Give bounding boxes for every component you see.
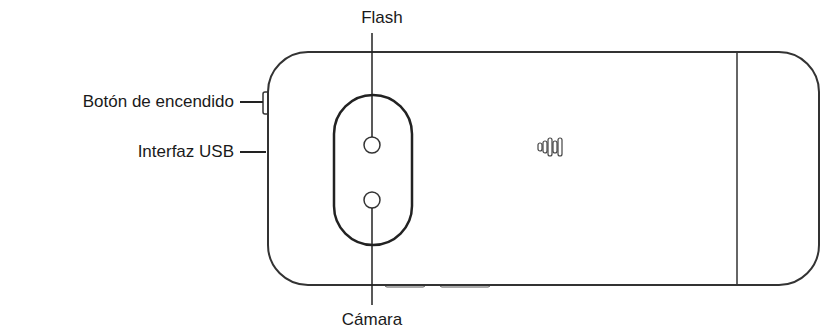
part-label: Cámara [342,311,402,330]
phone-body [268,52,819,285]
part-label: Interfaz USB [138,143,234,162]
body-seam [736,53,738,284]
camera-lens [364,192,380,208]
brand-logo [538,138,562,156]
leader-line [240,151,266,153]
leader-line [371,208,373,305]
part-label: Botón de encendido [83,93,234,112]
part-label: Flash [361,9,403,28]
leader-line [371,33,373,137]
flash-symbol [364,137,380,153]
camera-module [334,95,412,245]
leader-line [240,101,263,103]
